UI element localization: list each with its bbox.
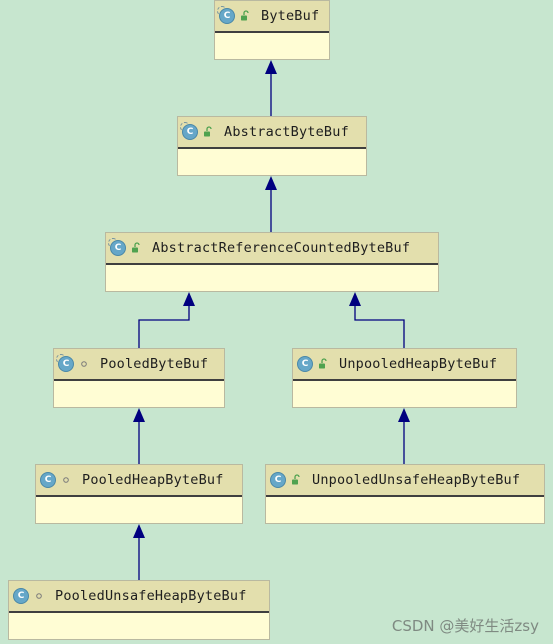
class-node-abstract-reference-counted-byte-buf[interactable]: C AbstractReferenceCountedByteBuf (105, 232, 439, 292)
edge-unpooled-unsafe-heap-byte-buf-to-unpooled-heap-byte-buf (398, 408, 410, 464)
class-c-icon: C (40, 472, 56, 488)
class-node-pooled-byte-buf[interactable]: C PooledByteBuf (53, 348, 225, 408)
open-lock-icon (239, 10, 251, 22)
class-node-header: C PooledHeapByteBuf (36, 465, 242, 497)
arrowhead (398, 408, 410, 422)
class-name: UnpooledHeapByteBuf (339, 356, 498, 372)
edge-pooled-unsafe-heap-byte-buf-to-pooled-heap-byte-buf (133, 524, 145, 580)
dot-icon (60, 474, 72, 486)
class-name: PooledByteBuf (100, 356, 209, 372)
dot-icon (78, 358, 90, 370)
class-node-header: C AbstractByteBuf (178, 117, 366, 149)
edge-pooled-byte-buf-to-abstract-reference-counted-byte-buf (138, 292, 195, 348)
arrowhead (133, 408, 145, 422)
class-name: AbstractByteBuf (224, 124, 349, 140)
class-name: ByteBuf (261, 8, 320, 24)
class-node-header: C UnpooledUnsafeHeapByteBuf (266, 465, 544, 497)
arrowhead (265, 60, 277, 74)
arrowhead (265, 176, 277, 190)
arrowhead (183, 292, 195, 306)
class-node-header: C AbstractReferenceCountedByteBuf (106, 233, 438, 265)
class-node-header: C ByteBuf (215, 1, 329, 33)
class-node-abstract-byte-buf[interactable]: C AbstractByteBuf (177, 116, 367, 176)
class-c-icon: C (180, 122, 198, 140)
class-node-unpooled-unsafe-heap-byte-buf[interactable]: C UnpooledUnsafeHeapByteBuf (265, 464, 545, 524)
open-lock-icon (130, 242, 142, 254)
edge-pooled-heap-byte-buf-to-pooled-byte-buf (133, 408, 145, 464)
class-c-icon: C (270, 472, 286, 488)
class-c-icon: C (217, 6, 235, 24)
class-c-icon: C (297, 356, 313, 372)
class-name: UnpooledUnsafeHeapByteBuf (312, 472, 521, 488)
class-node-header: C UnpooledHeapByteBuf (293, 349, 516, 381)
class-c-icon: C (56, 354, 74, 372)
watermark: CSDN @美好生活zsy (391, 617, 539, 635)
edge-abstract-byte-buf-to-byte-buf (265, 60, 277, 116)
open-lock-icon (290, 474, 302, 486)
class-name: PooledHeapByteBuf (82, 472, 224, 488)
class-node-unpooled-heap-byte-buf[interactable]: C UnpooledHeapByteBuf (292, 348, 517, 408)
class-c-icon: C (108, 238, 126, 256)
class-c-icon: C (13, 588, 29, 604)
class-name: PooledUnsafeHeapByteBuf (55, 588, 247, 604)
class-node-pooled-unsafe-heap-byte-buf[interactable]: C PooledUnsafeHeapByteBuf (8, 580, 270, 640)
class-node-byte-buf[interactable]: C ByteBuf (214, 0, 330, 60)
dot-icon (33, 590, 45, 602)
edge-unpooled-heap-byte-buf-to-abstract-reference-counted-byte-buf (349, 292, 405, 348)
class-node-header: C PooledByteBuf (54, 349, 224, 381)
edge-abstract-reference-counted-byte-buf-to-abstract-byte-buf (265, 176, 277, 232)
class-node-pooled-heap-byte-buf[interactable]: C PooledHeapByteBuf (35, 464, 243, 524)
open-lock-icon (202, 126, 214, 138)
arrowhead (133, 524, 145, 538)
class-node-header: C PooledUnsafeHeapByteBuf (9, 581, 269, 613)
arrowhead (349, 292, 361, 306)
class-name: AbstractReferenceCountedByteBuf (152, 240, 411, 256)
open-lock-icon (317, 358, 329, 370)
